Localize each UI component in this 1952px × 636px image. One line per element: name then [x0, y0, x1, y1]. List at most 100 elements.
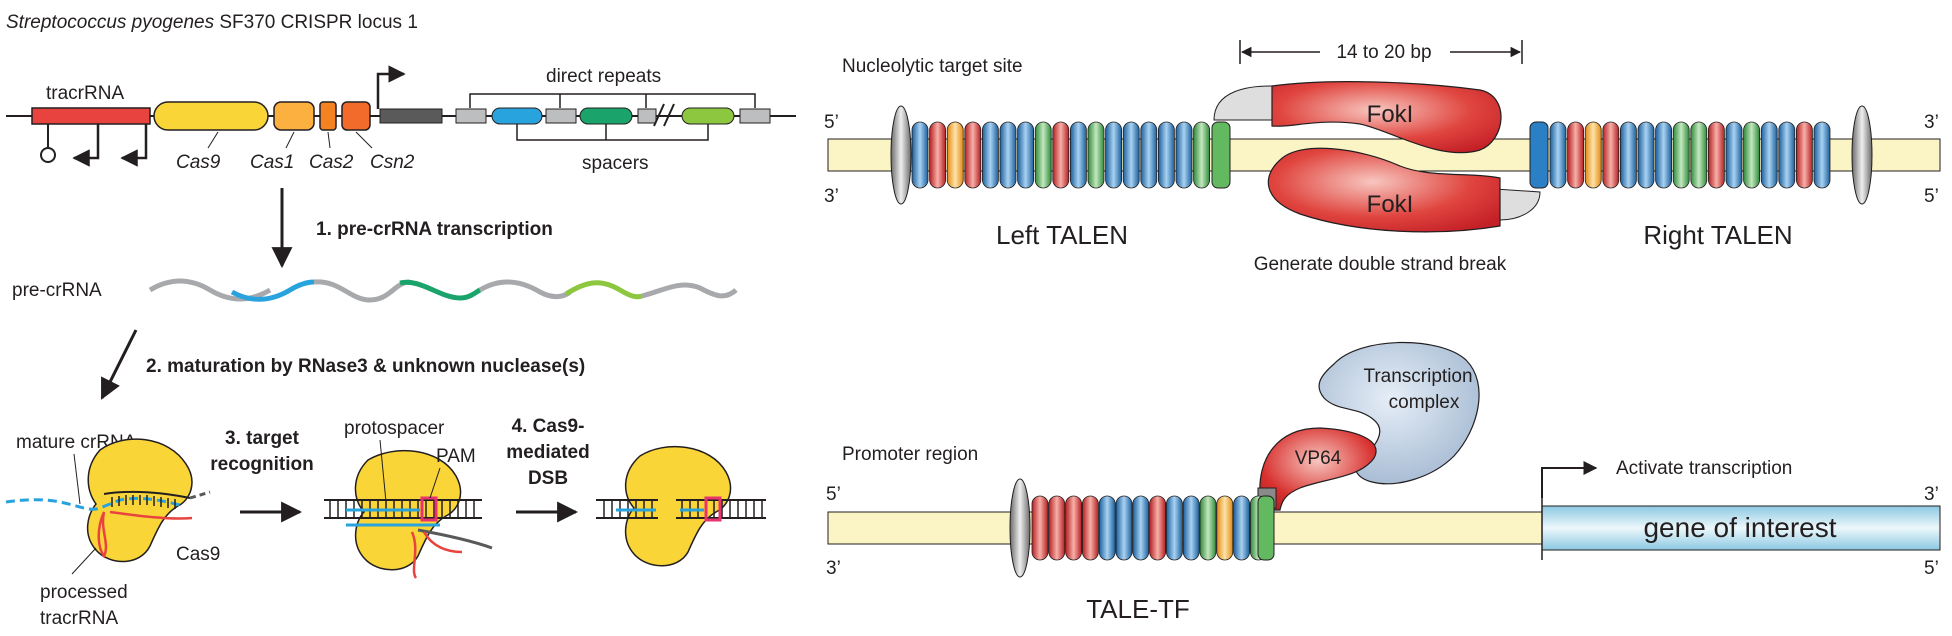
- tale-repeat-module: [1122, 121, 1140, 189]
- protospacer-leader: [379, 439, 387, 503]
- pre-crrna-repeat-1: [148, 278, 272, 302]
- step4-label-1: 4. Cas9-: [512, 416, 585, 437]
- protospacer-label: protospacer: [344, 418, 445, 439]
- vp64-label: VP64: [1295, 448, 1342, 469]
- tracrrna-tail-2: [417, 528, 493, 550]
- talen-3prime-right: 3’: [1924, 112, 1939, 133]
- tale-repeat-module: [1031, 495, 1049, 561]
- csn2-gene-label: Csn2: [370, 152, 415, 173]
- direct-repeats-label: direct repeats: [546, 66, 661, 87]
- cas2-leader: [327, 131, 331, 149]
- leader-promoter-icon: [376, 65, 406, 109]
- crispr-title: Streptococcus pyogenes SF370 CRISPR locu…: [6, 12, 418, 33]
- tale-repeat-module: [1105, 121, 1122, 189]
- tale-repeat-module: [1132, 495, 1150, 561]
- goi-label: gene of interest: [1643, 512, 1836, 543]
- tale-repeat-module: [1199, 495, 1217, 561]
- leader-box: [379, 108, 443, 124]
- right-talen-label: Right TALEN: [1643, 220, 1792, 250]
- vp64-domain: [1259, 427, 1377, 511]
- tale-repeat-module: [1602, 121, 1620, 189]
- tale-repeat-module: [946, 121, 964, 189]
- tale-repeat-module: [1166, 495, 1183, 561]
- csn2-leader: [355, 131, 373, 149]
- mature-crrna-strand: [5, 496, 181, 511]
- left-talen-end-cap: [890, 105, 912, 205]
- dsb-label: Generate double strand break: [1254, 254, 1507, 275]
- cas2-gene-label: Cas2: [309, 152, 354, 173]
- pam-site: [420, 496, 438, 522]
- step4-label-3: DSB: [528, 468, 568, 489]
- step3-label-1: 3. target: [225, 428, 300, 449]
- tracrrna-strand: [103, 490, 191, 499]
- right-talen-repeats: [1549, 121, 1831, 189]
- cas1-leader: [285, 131, 295, 149]
- tale-repeat-module: [1158, 121, 1175, 189]
- pre-crrna-spacer-2: [399, 279, 482, 301]
- pre-crrna-repeat-2: [313, 279, 411, 303]
- left-talen-repeats: [911, 121, 1210, 189]
- break-mark-1: [653, 103, 665, 127]
- tale-repeat-module: [999, 121, 1017, 189]
- tale-repeat-module: [1637, 121, 1655, 189]
- tale-repeat-module: [1182, 495, 1200, 561]
- cas9-label: Cas9: [176, 544, 220, 565]
- promoter-arrow-2-icon: [120, 124, 148, 167]
- tale-repeat-module: [1233, 495, 1250, 561]
- tracrrna-tail: [189, 490, 211, 500]
- promoter-arrow-1-icon: [72, 124, 100, 167]
- repeat-3: [637, 108, 657, 124]
- transcription-complex: [1318, 341, 1480, 485]
- tale-repeat-module: [1082, 495, 1099, 561]
- tf-3prime-right: 3’: [1924, 484, 1939, 505]
- tale-repeat-module: [911, 121, 929, 189]
- foki-label-top: FokI: [1367, 101, 1414, 128]
- pre-crrna-repeat-3: [478, 279, 572, 300]
- complex-label-1: Transcription: [1363, 366, 1472, 387]
- tale-repeat-module: [1065, 495, 1082, 561]
- csn2-gene: [341, 101, 371, 131]
- tracrrna-loop-2: [410, 531, 463, 579]
- pre-crrna-label: pre-crRNA: [12, 280, 102, 301]
- spacers-label: spacers: [582, 153, 649, 174]
- tale-repeat-module: [1048, 495, 1066, 561]
- cas9-gene-label: Cas9: [176, 152, 221, 173]
- tale-repeat-module: [1175, 121, 1193, 189]
- tale-repeat-module: [1087, 121, 1105, 189]
- tracrrna-gene: [31, 107, 151, 125]
- foki-domain-bottom: [1267, 147, 1501, 233]
- mature-crrna-leader: [73, 453, 81, 505]
- tale-repeat-module: [1070, 121, 1087, 189]
- spacer-2: [579, 107, 633, 125]
- pre-crrna-repeat-4: [641, 282, 738, 299]
- tf-5prime-right: 5’: [1924, 558, 1939, 579]
- talen-3prime-left: 3’: [824, 186, 839, 207]
- cas1-gene: [273, 101, 315, 131]
- foki-label-bottom: FokI: [1367, 191, 1414, 218]
- foki-domain-top: [1271, 81, 1502, 154]
- tale-repeat-module: [1098, 495, 1116, 561]
- tale-repeat-module: [1193, 121, 1210, 189]
- tale-tf-label: TALE-TF: [1086, 594, 1190, 624]
- pam-label: PAM: [436, 446, 476, 467]
- spacer-3: [681, 107, 735, 125]
- left-talen-cterm: [1211, 121, 1231, 189]
- tale-repeat-module: [1796, 121, 1813, 189]
- tale-repeat-module: [929, 121, 946, 189]
- tracrrna-rungs: [111, 495, 176, 509]
- promoter-label: Promoter region: [842, 444, 978, 465]
- tale-repeat-module: [1584, 121, 1602, 189]
- cas9-gene: [153, 101, 269, 131]
- tale-tf-cterm: [1257, 495, 1275, 561]
- processed-leader: [71, 547, 97, 575]
- processed-label-1: processed: [40, 582, 128, 603]
- tale-repeat-module: [1034, 121, 1052, 189]
- direct-repeats-bracket: [469, 93, 756, 108]
- cas9-protein-3: [624, 445, 732, 567]
- break-mark-2: [663, 103, 675, 127]
- spacers-bracket: [516, 124, 709, 141]
- repeat-1: [455, 108, 487, 124]
- cas1-gene-label: Cas1: [250, 152, 294, 173]
- complex-label-2: complex: [1389, 392, 1460, 413]
